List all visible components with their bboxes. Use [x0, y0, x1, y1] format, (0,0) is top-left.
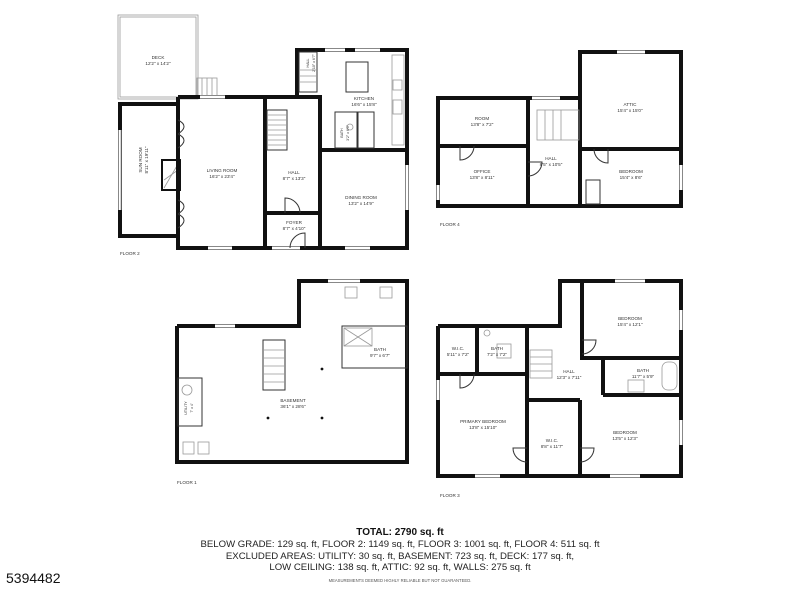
room-dim: 9'7" x 6'7" — [369, 353, 391, 358]
excluded-areas: EXCLUDED AREAS: UTILITY: 30 sq. ft, BASE… — [225, 551, 575, 562]
room-dim: 8'7" x 4'10" — [282, 226, 306, 231]
floor-1-plan — [175, 279, 409, 464]
room-dim: 15'4" x 8'6" — [619, 175, 643, 180]
room-name: SUN ROOM — [138, 147, 143, 173]
listing-id: 5394482 — [6, 570, 61, 586]
room-name: KITCHEN — [353, 96, 375, 101]
room-name: BEDROOM — [618, 316, 642, 321]
room-dim: 13'5" x 12'3" — [612, 436, 638, 441]
room-name: BATH — [491, 346, 503, 351]
room-dim: 7'2" x 7'2" — [486, 352, 508, 357]
floor-2-label: FLOOR 2 — [120, 251, 140, 256]
room-name: FOYER — [286, 220, 302, 225]
room-name: BEDROOM — [613, 430, 637, 435]
room-dim: 16'2" x 23'4" — [209, 174, 235, 179]
room-name: HALL — [563, 369, 575, 374]
room-dim: 3'2" x 6'6" — [346, 125, 350, 141]
room-name: ATTIC — [623, 102, 637, 107]
room-dim: 8'8" x 11'7" — [540, 444, 564, 449]
area-breakdown: BELOW GRADE: 129 sq. ft, FLOOR 2: 1149 s… — [200, 539, 600, 550]
room-name: DINING ROOM — [345, 195, 377, 200]
room-dim: 15'4" x 12'1" — [617, 322, 643, 327]
room-name: PRIMARY BEDROOM — [460, 419, 506, 424]
room-dim: 13'2" x 14'9" — [348, 201, 374, 206]
room-name: DECK — [151, 55, 165, 60]
room-dim: 5'11" x 7'2" — [446, 352, 470, 357]
room-dim: 7' x 4' — [190, 403, 194, 413]
room-name: BEDROOM — [619, 169, 643, 174]
room-dim: 13'8" x 15'10" — [469, 425, 497, 430]
room-dim: 2'10" x 6'7" — [312, 54, 316, 72]
disclaimer: MEASUREMENTS DEEMED HIGHLY RELIABLE BUT … — [328, 578, 472, 583]
room-dim: 8'11" x 19'11" — [144, 146, 149, 174]
floor-2-plan — [117, 14, 409, 250]
room-name: HALL — [288, 170, 300, 175]
floor-1-label: FLOOR 1 — [177, 480, 197, 485]
room-dim: 16'6" x 15'8" — [351, 102, 377, 107]
room-name: W.I.C. — [545, 438, 559, 443]
total-area: TOTAL: 2790 sq. ft — [356, 527, 444, 538]
floor-3-plan — [436, 279, 683, 478]
room-name: W.I.C. — [451, 346, 465, 351]
room-name: OFFICE — [473, 169, 491, 174]
room-dim: 12'2" x 14'2" — [145, 61, 171, 66]
room-name: HALL — [545, 156, 557, 161]
room-name: BATH — [340, 128, 344, 138]
floor-4-label: FLOOR 4 — [440, 222, 460, 227]
room-name: BATH — [637, 368, 649, 373]
room-name: BASEMENT — [280, 398, 306, 403]
room-dim: 11'7" x 5'9" — [631, 374, 655, 379]
room-name: HALL — [306, 58, 310, 68]
room-name: ROOM — [474, 116, 490, 121]
room-dim: 15'4" x 15'0" — [617, 108, 643, 113]
room-dim: 8'7" x 13'3" — [282, 176, 306, 181]
room-name: BATH — [374, 347, 386, 352]
room-name: LIVING ROOM — [206, 168, 238, 173]
room-dim: 8'5" x 10'5" — [539, 162, 563, 167]
floor-3-label: FLOOR 3 — [440, 493, 460, 498]
floor-4-plan — [436, 50, 683, 208]
room-dim: 13'8" x 7'2" — [470, 122, 494, 127]
room-dim: 13'8" x 8'11" — [469, 175, 495, 180]
room-label-wic-2: W.I.C.8'8" x 11'7" — [541, 438, 563, 450]
room-dim: 36'1" x 28'6" — [280, 404, 306, 409]
room-name: UTILITY — [184, 401, 188, 415]
room-dim: 12'3" x 7'11" — [556, 375, 582, 380]
room-label-wic-1: W.I.C.5'11" x 7'2" — [447, 346, 469, 358]
excluded-areas-cont: LOW CEILING: 138 sq. ft, ATTIC: 92 sq. f… — [269, 562, 531, 573]
